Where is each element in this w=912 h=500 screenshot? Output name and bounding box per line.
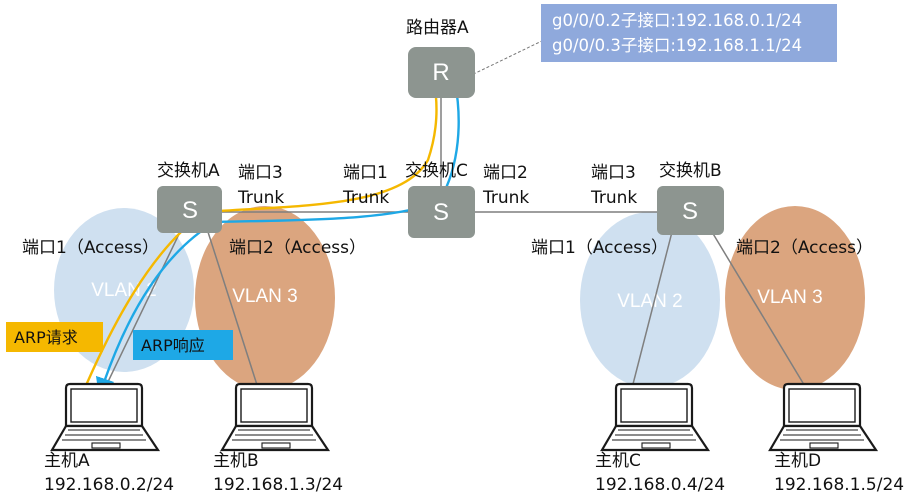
host-b-laptop-icon[interactable] — [220, 382, 330, 452]
switch-a-port1-label: 端口1（Access） — [22, 238, 159, 258]
subinterface-line-2: g0/0/0.3子接口:192.168.1.1/24 — [552, 36, 802, 55]
arp-response-tag: ARP响应 — [133, 330, 233, 360]
vlan3-right-ellipse — [725, 206, 865, 390]
switch-a-port3-mode: Trunk — [237, 188, 284, 208]
host-d-laptop-icon[interactable] — [768, 382, 878, 452]
vlan3-right-label: VLAN 3 — [757, 287, 822, 308]
switch-c[interactable]: S — [408, 186, 475, 238]
host-a-name: 主机A — [44, 451, 90, 471]
switch-c-box — [408, 186, 475, 238]
link-b-hostD — [711, 231, 807, 389]
arp-request-tag-box — [6, 322, 103, 352]
arp-request-tag: ARP请求 — [6, 322, 103, 352]
subinterface-callout: g0/0/0.2子接口:192.168.0.1/24 g0/0/0.3子接口:1… — [541, 4, 837, 62]
vlan3-left-label: VLAN 3 — [232, 286, 297, 307]
switch-a-port2-label: 端口2（Access） — [229, 238, 366, 258]
switch-c-letter: S — [433, 199, 449, 226]
switch-b-letter: S — [682, 198, 698, 225]
switch-c-port1-name: 端口1 — [343, 163, 388, 183]
arp-response-label: ARP响应 — [141, 336, 205, 355]
switch-a-letter: S — [182, 197, 198, 224]
switch-c-port2-name: 端口2 — [483, 163, 528, 183]
subinterface-line-1: g0/0/0.2子接口:192.168.0.1/24 — [552, 11, 802, 30]
vlan2-right-label: VLAN 2 — [617, 291, 682, 312]
host-c-name: 主机C — [595, 451, 641, 471]
link-a-hostA — [104, 231, 181, 389]
host-c-laptop-icon[interactable] — [600, 382, 710, 452]
switch-b-port3-mode: Trunk — [590, 188, 637, 208]
link-a-hostB — [207, 231, 259, 389]
arp-request-path — [82, 70, 445, 391]
host-b-ip: 192.168.1.3/24 — [213, 475, 343, 495]
switch-b-port2-label: 端口2（Access） — [736, 238, 873, 258]
arp-response-path — [95, 81, 460, 398]
switch-c-label: 交换机C — [405, 161, 468, 181]
switch-c-port1-mode: Trunk — [342, 188, 389, 208]
switch-b-port3-name: 端口3 — [591, 163, 636, 183]
switch-a[interactable]: S — [157, 186, 222, 233]
router-label: 路由器A — [406, 18, 469, 38]
subinterface-callout-box — [541, 4, 837, 62]
switch-b[interactable]: S — [657, 186, 724, 235]
switch-c-port2-mode: Trunk — [482, 188, 529, 208]
router-box — [408, 47, 475, 98]
vlan2-right-ellipse — [580, 212, 720, 388]
vlan2-left-label: VLAN 2 — [91, 280, 156, 301]
router-letter: R — [432, 59, 449, 86]
link-b-hostC — [631, 231, 673, 389]
arp-response-tag-box — [133, 330, 233, 360]
host-b-name: 主机B — [213, 451, 259, 471]
arp-request-label: ARP请求 — [14, 328, 78, 347]
network-links — [104, 98, 807, 389]
host-d-name: 主机D — [774, 451, 821, 471]
host-a-ip: 192.168.0.2/24 — [44, 475, 174, 495]
switch-b-port1-label: 端口1（Access） — [531, 238, 668, 258]
router-a[interactable]: R — [408, 47, 475, 98]
host-c-ip: 192.168.0.4/24 — [595, 475, 725, 495]
switch-a-box — [157, 186, 222, 233]
switch-a-label: 交换机A — [157, 161, 220, 181]
host-d-ip: 192.168.1.5/24 — [774, 475, 904, 495]
switch-a-port3-name: 端口3 — [238, 163, 283, 183]
host-a-laptop-icon[interactable] — [50, 382, 160, 452]
switch-b-label: 交换机B — [659, 161, 722, 181]
switch-b-box — [657, 186, 724, 235]
